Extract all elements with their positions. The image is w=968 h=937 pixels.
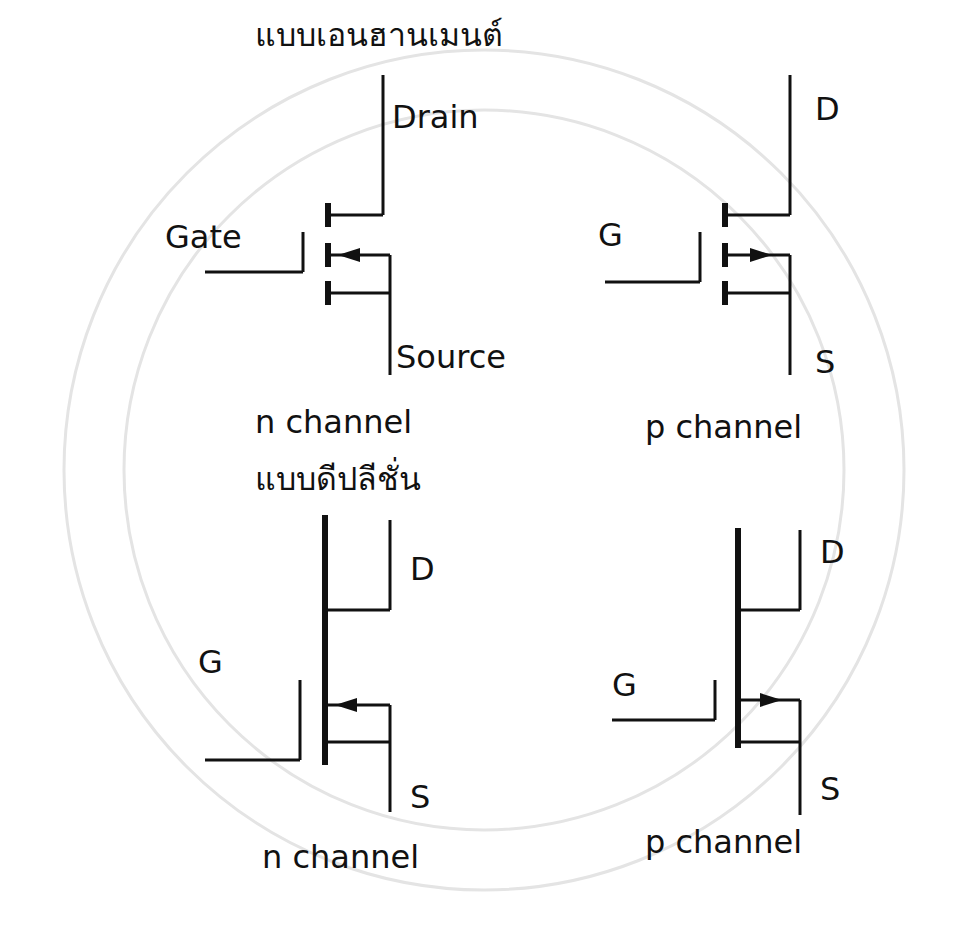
depletion-n-mosfet: [205, 515, 390, 812]
enhancement-p-mosfet: [605, 75, 790, 375]
terminal-name: Gate: [165, 220, 242, 255]
heading: แบบดีปลีชั่น: [255, 462, 421, 497]
terminal-name: D: [815, 92, 840, 127]
terminal-name: G: [612, 668, 637, 703]
channel-type: n channel: [255, 405, 412, 440]
terminal-name: S: [820, 772, 840, 807]
terminal-name: S: [815, 345, 835, 380]
channel-type: p channel: [645, 825, 802, 860]
depletion-p-mosfet: [612, 528, 800, 815]
watermark-seal: [64, 50, 904, 890]
channel-type: n channel: [262, 840, 419, 875]
terminal-name: G: [598, 218, 623, 253]
heading: แบบเอนฮานเมนต์: [255, 18, 503, 53]
terminal-name: D: [410, 552, 435, 587]
terminal-name: D: [820, 535, 845, 570]
channel-type: p channel: [645, 410, 802, 445]
terminal-name: Drain: [392, 100, 479, 135]
terminal-name: Source: [396, 340, 506, 375]
terminal-name: S: [410, 780, 430, 815]
terminal-name: G: [198, 645, 223, 680]
